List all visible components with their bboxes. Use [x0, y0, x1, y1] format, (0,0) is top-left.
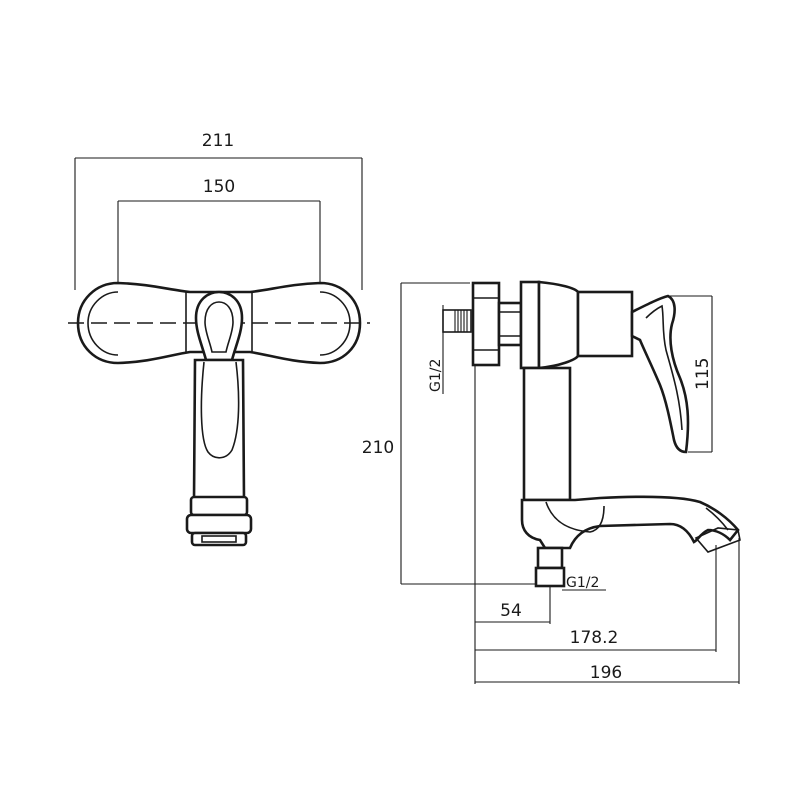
dimension-label-115: 115 [693, 358, 713, 390]
side-view: 210 G1/2 [362, 280, 741, 684]
dimension-overall-width: 211 [74, 131, 363, 290]
mixer-cap-side [519, 280, 541, 370]
lever-handle-side [630, 294, 690, 454]
spout-side [520, 495, 740, 550]
dimension-total-depth: 196 [475, 538, 740, 684]
dimension-center-distance: 150 [117, 177, 321, 285]
dimension-total-height: 210 [362, 282, 545, 585]
front-view: 211 150 [68, 131, 370, 547]
dimension-wall-to-outlet: 54 [474, 365, 551, 684]
dimension-label-150: 150 [203, 177, 235, 197]
wall-flange [471, 281, 501, 367]
body-tube-side [522, 366, 572, 502]
dimension-label-211: 211 [202, 131, 234, 151]
dimension-label-196: 196 [590, 663, 622, 683]
dimension-label-54: 54 [500, 601, 522, 621]
thread-label-inlet: G1/2 [428, 359, 444, 392]
dimension-spout-reach: 178.2 [475, 545, 717, 652]
cartridge-housing [576, 290, 634, 358]
thread-hatching [454, 310, 468, 332]
outlet-thread [534, 566, 566, 588]
left-cap-edge [87, 291, 119, 356]
aerator-front [185, 495, 253, 547]
connector-nut [497, 301, 523, 347]
dimension-label-178-2: 178.2 [570, 628, 619, 648]
outlet-stub [536, 546, 564, 570]
dimension-label-210: 210 [362, 438, 394, 458]
dimension-handle-height: 115 [668, 295, 713, 453]
inlet-thread: G1/2 [428, 305, 472, 394]
thread-label-outlet: G1/2 [566, 575, 599, 591]
